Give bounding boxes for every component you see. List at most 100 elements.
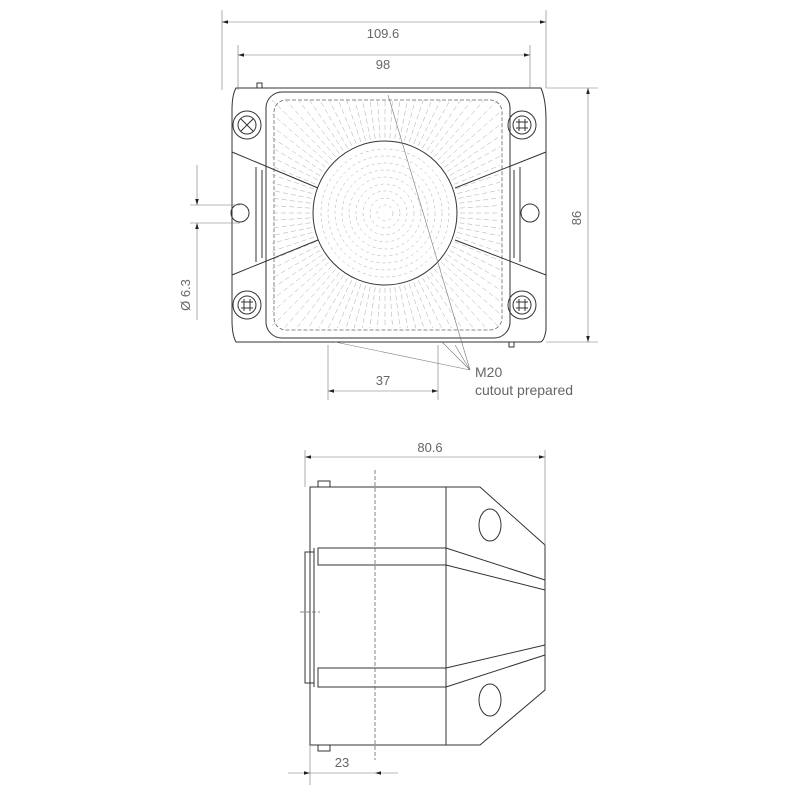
lens-ray	[345, 283, 362, 329]
housing-ribs	[231, 151, 547, 276]
cable-entry-bottom	[478, 683, 502, 717]
lens-ray	[447, 254, 501, 291]
lens-ray	[271, 190, 312, 199]
side-slots	[255, 167, 521, 262]
lens-ray	[271, 265, 333, 327]
lens-ray	[377, 287, 381, 329]
lens-ray	[271, 217, 311, 221]
lens-ray	[458, 189, 501, 199]
lens-ray	[426, 99, 461, 151]
lens-ray	[434, 99, 485, 157]
dim-height: 86	[569, 211, 584, 225]
lens-ray	[444, 258, 501, 302]
lens-ray	[318, 277, 348, 329]
lens-ray	[459, 217, 501, 221]
lens-ray	[417, 99, 441, 146]
mounting-hole-right	[520, 203, 540, 223]
lens-ray	[271, 197, 311, 204]
lens-ray	[457, 181, 501, 194]
lens-ray	[328, 280, 353, 329]
lens-ray	[408, 283, 425, 329]
lens-ray	[404, 99, 416, 141]
lens-ray	[399, 286, 409, 329]
screw-icon	[232, 110, 262, 140]
lens-ray	[271, 99, 333, 161]
callout-title: M20	[475, 364, 502, 380]
lens-ring	[348, 176, 422, 250]
lens-ray	[271, 241, 316, 261]
lens-ray	[271, 250, 321, 279]
side-dome	[446, 486, 546, 746]
dim-overall-width: 109.6	[367, 26, 400, 41]
lens-ray	[441, 111, 501, 164]
tab	[317, 480, 331, 488]
lens-ray	[399, 99, 408, 140]
lens-ray	[271, 157, 318, 181]
lens-ray	[452, 245, 501, 270]
dim-hole-diameter: Ø 6.3	[178, 279, 193, 311]
lens-ray	[458, 227, 501, 237]
lens-ring	[341, 169, 429, 257]
lens-ray	[271, 262, 329, 313]
lens-ray	[459, 205, 501, 209]
dim-inner-width: 98	[376, 57, 390, 72]
lens-ray	[377, 99, 381, 139]
lens-ray	[271, 126, 326, 168]
tab	[508, 341, 515, 348]
lens-ray	[353, 285, 366, 329]
lens-ray	[459, 222, 501, 229]
lens-ray	[449, 146, 501, 176]
lens-ray	[457, 232, 501, 245]
dim-offset: 23	[335, 755, 349, 770]
lens-ring	[355, 183, 415, 243]
lens-ring	[320, 148, 450, 278]
tab	[256, 82, 263, 89]
lens-ray	[271, 205, 311, 209]
lens-ray	[408, 99, 424, 143]
lens-ring	[327, 155, 443, 271]
lens-ray	[271, 227, 312, 236]
lens-frame	[265, 91, 511, 339]
lens-ray	[394, 287, 401, 329]
lens-ray	[271, 165, 316, 185]
lens-ray	[452, 156, 501, 181]
lens-ray	[283, 269, 336, 329]
lens-ring	[369, 197, 401, 229]
side-ribs	[445, 547, 546, 688]
screw-icon	[507, 290, 537, 320]
side-body	[309, 486, 447, 746]
lens-ray	[271, 182, 313, 194]
lens-ray	[447, 135, 501, 172]
lens-ring	[362, 190, 408, 236]
lens-ring	[334, 162, 436, 264]
lens-ray	[430, 272, 474, 329]
lens-ray	[454, 241, 501, 261]
lens-ray	[422, 99, 451, 149]
lens-ray	[437, 265, 501, 329]
screw-icon	[507, 110, 537, 140]
dim-depth: 80.6	[417, 440, 442, 455]
lens-ray	[296, 272, 340, 329]
lens-rings	[320, 148, 450, 278]
lens-ray	[369, 99, 376, 139]
lens-ray	[346, 99, 362, 143]
lens-ray	[271, 147, 321, 176]
lens-ray	[444, 124, 501, 168]
lens-ray	[309, 99, 344, 151]
lens-ray	[354, 99, 366, 141]
lens-ray	[361, 286, 371, 329]
lens-ray	[285, 99, 336, 157]
lens-ring	[376, 204, 394, 222]
lens-rays	[271, 99, 501, 329]
lens-ray	[271, 258, 326, 300]
lens-ray	[413, 99, 433, 144]
housing-outline	[231, 87, 547, 343]
lens-ray	[455, 173, 501, 190]
lens-ray	[369, 287, 376, 329]
lens-ray	[337, 99, 357, 144]
lens-ray	[430, 99, 472, 154]
lens-ray	[454, 165, 501, 185]
lens-ray	[437, 99, 499, 161]
dim-cutout-width: 37	[376, 373, 390, 388]
